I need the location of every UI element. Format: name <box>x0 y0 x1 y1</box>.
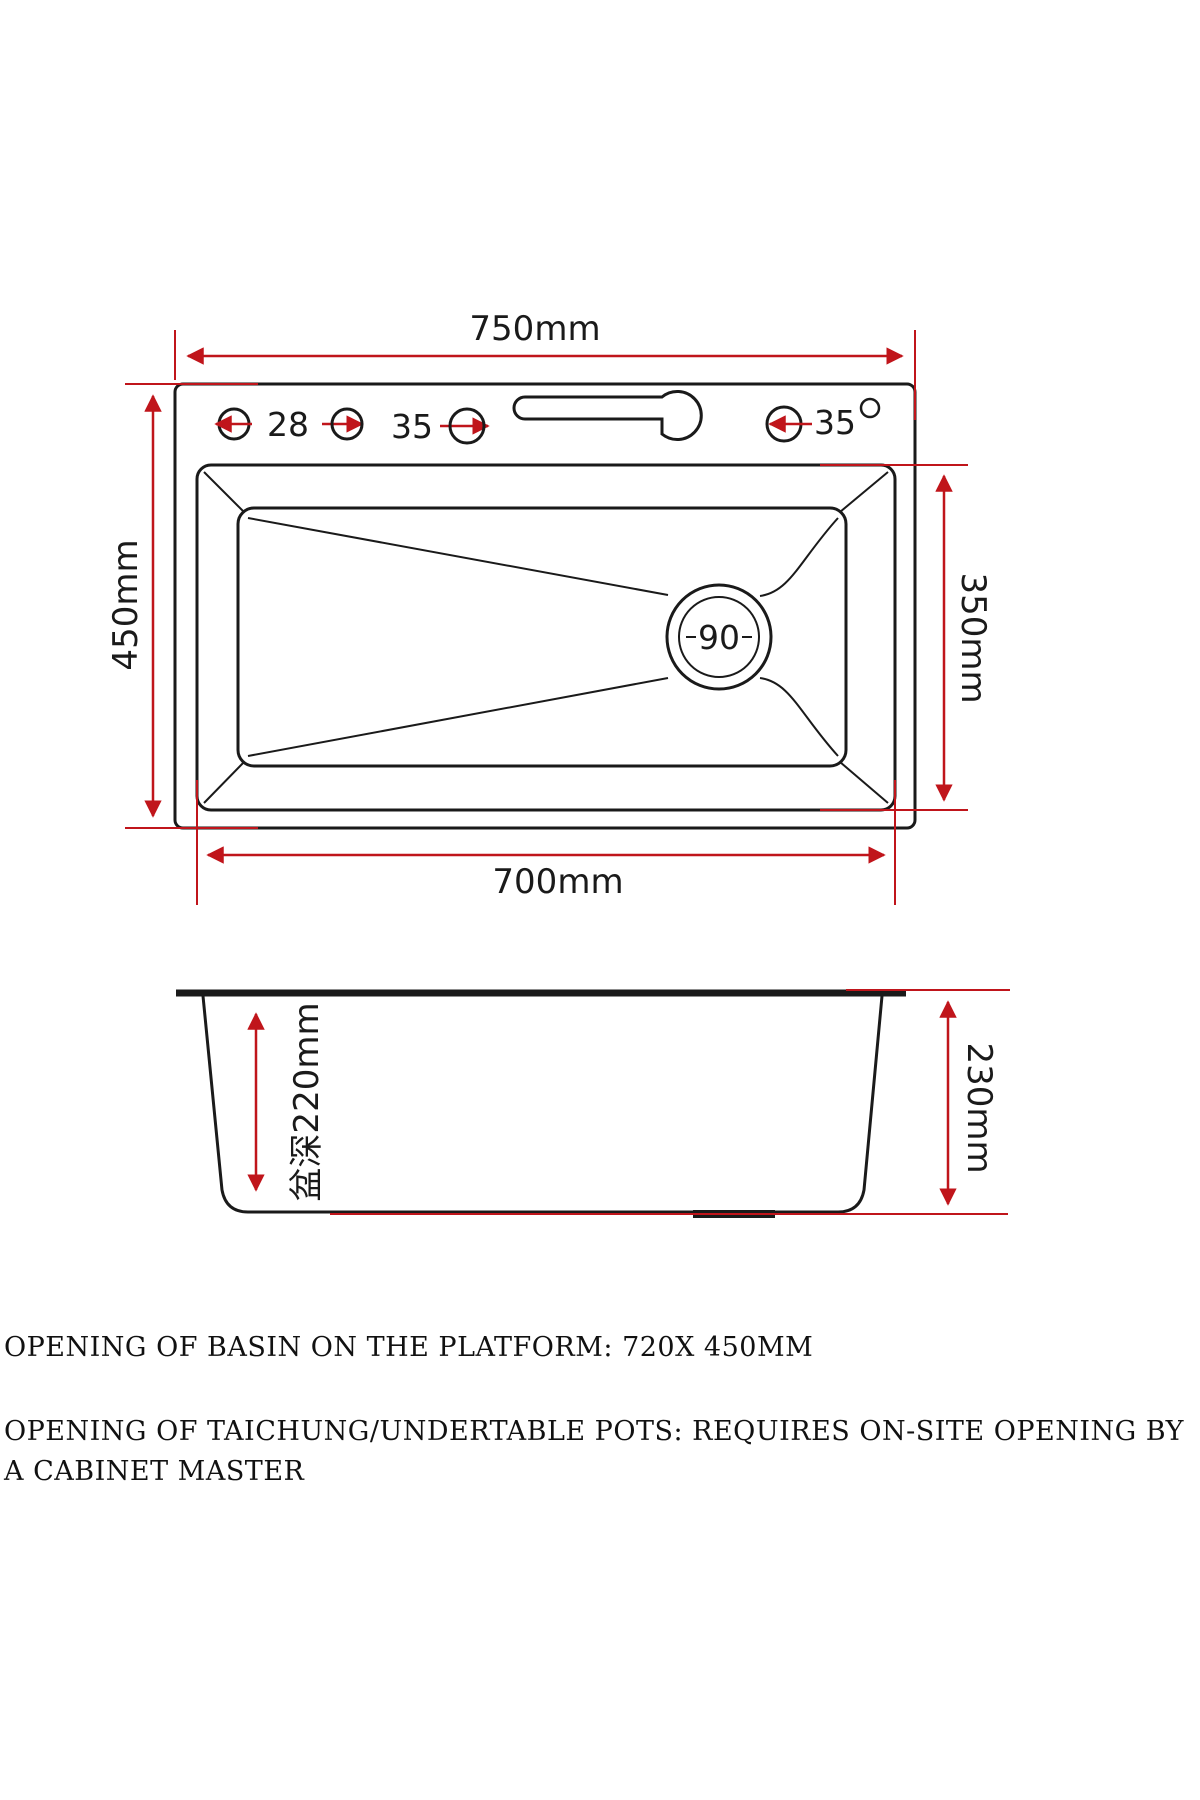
top-view: 90 28 35 35 750mm <box>106 309 993 905</box>
drain-label: 90 <box>698 618 740 657</box>
side-view: 盆深220mm 230mm <box>176 989 1010 1218</box>
dim-overall-width: 750mm <box>174 309 916 420</box>
note-undertable-opening: OPENING OF TAICHUNG/UNDERTABLE POTS: REQ… <box>4 1416 1184 1487</box>
dim-basin-width: 700mm <box>196 780 896 905</box>
drain: 90 <box>665 583 773 691</box>
circle-arrow-icon <box>330 407 364 441</box>
floor-ridges <box>247 517 839 757</box>
basin-floor <box>236 506 848 768</box>
basin-depth-label: 350mm <box>953 572 993 703</box>
waterfall-slot <box>512 390 703 441</box>
tap-hole-label-3: 35 <box>814 403 856 442</box>
basin-width-label: 700mm <box>492 862 623 902</box>
side-basin-depth-label: 盆深220mm <box>287 1002 327 1201</box>
overall-width-label: 750mm <box>469 309 600 349</box>
basin-bevels <box>203 471 889 804</box>
total-height-label: 230mm <box>959 1042 999 1173</box>
tap-holes: 28 35 35 <box>214 397 881 446</box>
note-platform-opening: OPENING OF BASIN ON THE PLATFORM: 720X 4… <box>4 1332 814 1363</box>
small-hole-icon <box>859 397 881 419</box>
dim-basin-depth: 350mm <box>820 464 993 811</box>
basin-profile <box>201 995 884 1214</box>
drain-circle-icon <box>665 583 773 691</box>
overall-depth-label: 450mm <box>106 539 146 670</box>
sink-outer-outline <box>173 382 917 830</box>
tap-hole-label-1: 28 <box>267 405 309 444</box>
basin-rim <box>195 463 897 812</box>
dim-overall-depth: 450mm <box>106 383 258 829</box>
circle-arrow-icon <box>448 407 486 445</box>
tap-hole-label-2: 35 <box>391 407 433 446</box>
